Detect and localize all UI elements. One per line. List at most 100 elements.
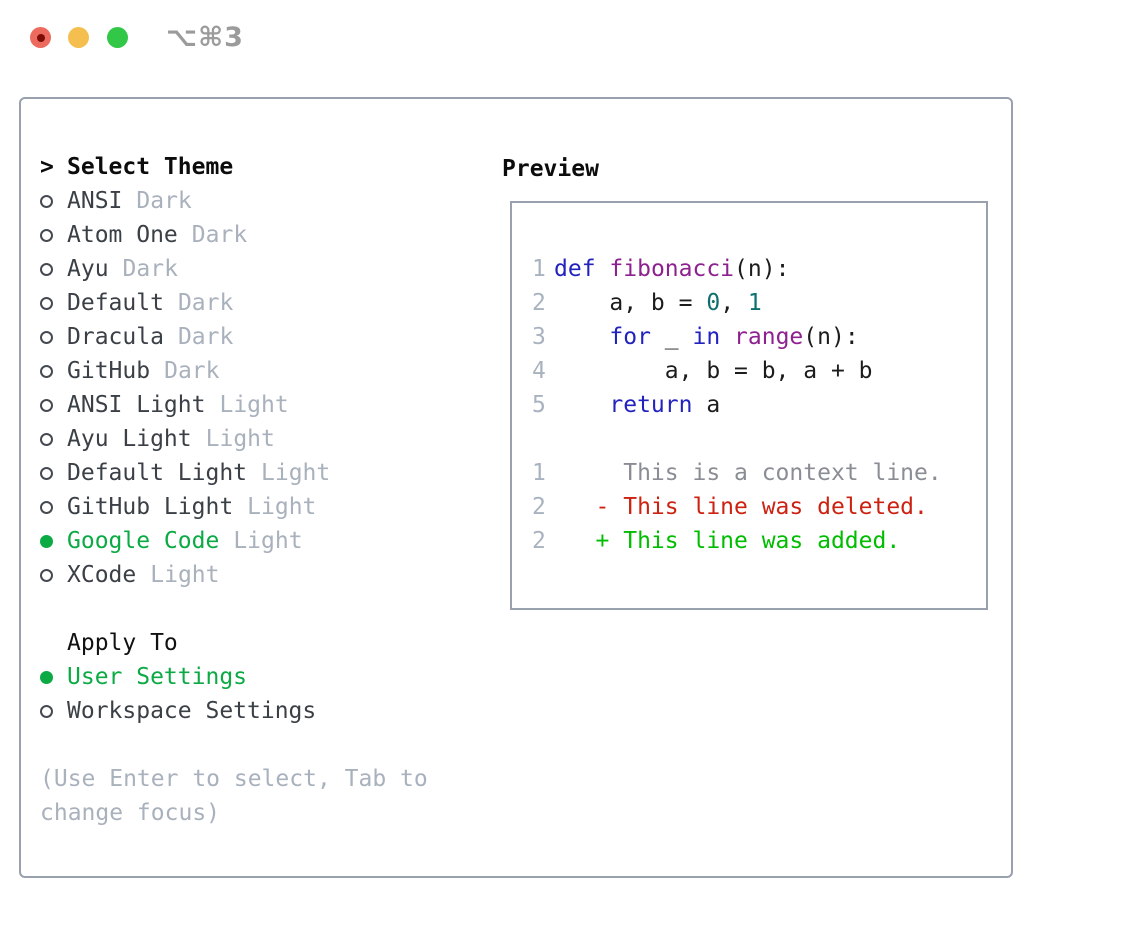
- theme-item-name: Default: [67, 290, 164, 316]
- code-line-text: a, b = 0, 1: [554, 290, 762, 316]
- radio-unselected-icon: [40, 466, 53, 480]
- theme-item-radio: [40, 568, 67, 582]
- theme-item-name: Atom One: [67, 222, 178, 248]
- diff-line-number: 2: [532, 528, 546, 554]
- code-token-plain: (n):: [734, 256, 790, 282]
- theme-item-name: GitHub Light: [67, 494, 234, 520]
- code-token-kwd: return: [609, 392, 693, 418]
- theme-item[interactable]: ANSI Dark: [40, 184, 330, 218]
- code-token-plain: (n):: [803, 324, 859, 350]
- theme-item[interactable]: Ayu Dark: [40, 252, 330, 286]
- theme-item-radio: [40, 228, 67, 242]
- theme-list-title: Select Theme: [67, 154, 234, 180]
- theme-item-radio: [40, 296, 67, 310]
- code-token-fn: fibonacci: [609, 256, 735, 282]
- code-token-fn: range: [734, 324, 804, 350]
- theme-item-name: Ayu: [67, 256, 109, 282]
- theme-item[interactable]: Atom One Dark: [40, 218, 330, 252]
- code-line-text: return a: [554, 392, 720, 418]
- theme-item-tag: Light: [219, 392, 289, 418]
- theme-item-tag: Dark: [191, 222, 248, 248]
- theme-item-name: GitHub: [67, 358, 151, 384]
- theme-item-name: Dracula: [67, 324, 164, 350]
- theme-item[interactable]: XCode Light: [40, 558, 330, 592]
- theme-item-radio: [40, 262, 67, 276]
- theme-item[interactable]: Dracula Dark: [40, 320, 330, 354]
- radio-unselected-icon: [40, 432, 53, 446]
- theme-item-tag: Dark: [177, 324, 234, 350]
- theme-item-radio: [40, 398, 67, 412]
- diff-line-added: 2 + This line was added.: [532, 524, 942, 558]
- theme-item-radio: [40, 534, 67, 548]
- code-line: 1 def fibonacci(n):: [532, 252, 942, 286]
- code-token-plain: _: [650, 324, 693, 350]
- zoom-button[interactable]: [107, 27, 128, 48]
- theme-item[interactable]: ANSI Light Light: [40, 388, 330, 422]
- code-line: 4 a, b = b, a + b: [532, 354, 942, 388]
- code-line-number: 5: [532, 392, 546, 418]
- cursor-arrow-icon: >: [40, 154, 54, 180]
- theme-list-header-row: > Select Theme: [40, 150, 330, 184]
- apply-to-option-name: Workspace Settings: [67, 698, 317, 724]
- diff-line-text: + This line was added.: [554, 528, 901, 554]
- code-line-number: 1: [532, 256, 546, 282]
- radio-unselected-icon: [40, 228, 53, 242]
- code-token-plain: [596, 256, 610, 282]
- code-line-number: 2: [532, 290, 546, 316]
- radio-selected-icon: [40, 534, 53, 548]
- radio-unselected-icon: [40, 568, 53, 582]
- theme-item-radio: [40, 364, 67, 378]
- apply-to-title: Apply To: [67, 630, 178, 656]
- preview-title: Preview: [502, 156, 599, 182]
- minimize-button[interactable]: [68, 27, 89, 48]
- diff-line-number: 1: [532, 460, 546, 486]
- diff-line-context: 1 This is a context line.: [532, 456, 942, 490]
- radio-unselected-icon: [40, 704, 53, 718]
- theme-item-name: Default Light: [67, 460, 248, 486]
- theme-item-name: ANSI Light: [67, 392, 206, 418]
- code-line-number: 3: [532, 324, 546, 350]
- code-token-plain: [554, 392, 609, 418]
- code-token-num: 1: [747, 290, 762, 316]
- theme-item-radio: [40, 194, 67, 208]
- window-title: ⌥⌘3: [166, 22, 244, 53]
- theme-item[interactable]: Default Dark: [40, 286, 330, 320]
- theme-item-tag: Light: [150, 562, 220, 588]
- theme-item-tag: Dark: [177, 290, 234, 316]
- code-token-plain: ,: [720, 290, 748, 316]
- code-token-kwd: def: [554, 256, 596, 282]
- diff-line-deleted: 2 - This line was deleted.: [532, 490, 942, 524]
- theme-item[interactable]: Default Light Light: [40, 456, 330, 490]
- apply-to-header-row: Apply To: [40, 626, 316, 660]
- radio-unselected-icon: [40, 500, 53, 514]
- diff-line-text: - This line was deleted.: [554, 494, 928, 520]
- code-line-number: 4: [532, 358, 546, 384]
- theme-item-tag: Light: [261, 460, 331, 486]
- apply-to-option[interactable]: User Settings: [40, 660, 316, 694]
- diff-line-number: 2: [532, 494, 546, 520]
- theme-item-tag: Light: [233, 528, 303, 554]
- code-line-text: def fibonacci(n):: [554, 256, 789, 282]
- code-token-plain: a: [692, 392, 721, 418]
- theme-item-name: XCode: [67, 562, 137, 588]
- theme-item-radio: [40, 432, 67, 446]
- code-token-plain: a, b =: [554, 290, 707, 316]
- apply-to-radio: [40, 704, 67, 718]
- theme-item-tag: Light: [205, 426, 275, 452]
- theme-item-tag: Dark: [122, 256, 178, 282]
- close-button[interactable]: [30, 27, 51, 48]
- theme-item-name: ANSI: [67, 188, 123, 214]
- apply-to-option[interactable]: Workspace Settings: [40, 694, 316, 728]
- radio-unselected-icon: [40, 330, 53, 344]
- apply-to-radio: [40, 670, 67, 684]
- theme-item-tag: Dark: [136, 188, 192, 214]
